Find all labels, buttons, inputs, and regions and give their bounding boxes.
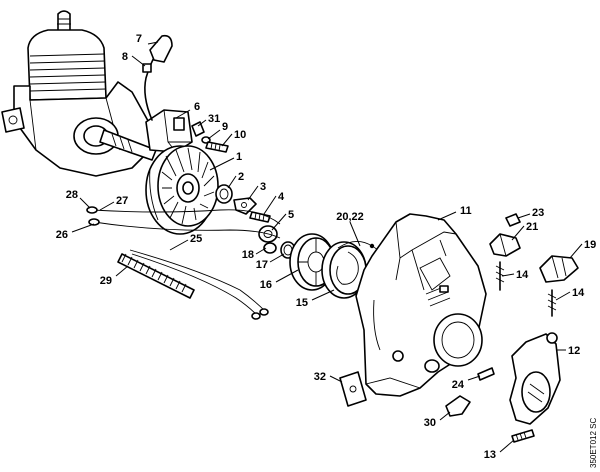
callout-23: 23 — [532, 207, 544, 219]
callout-20-22: 20,22 — [336, 211, 364, 223]
callout-29: 29 — [100, 275, 112, 287]
callout-27: 27 — [116, 195, 128, 207]
callout-28: 28 — [66, 189, 78, 201]
callout-16: 16 — [260, 279, 272, 291]
callout-19: 19 — [584, 239, 596, 251]
callout-10: 10 — [234, 129, 246, 141]
callout-3: 3 — [260, 181, 266, 193]
callout-8: 8 — [122, 51, 128, 63]
handle-and-grommet-parts — [339, 213, 579, 443]
rope-rotor-assembly — [263, 233, 393, 299]
fan-housing — [355, 213, 487, 397]
callout-12: 12 — [568, 345, 580, 357]
engine-crankcase — [1, 10, 157, 177]
cables-and-wires — [86, 206, 281, 320]
callout-7: 7 — [136, 33, 142, 45]
callout-4: 4 — [278, 191, 285, 203]
callout-13: 13 — [484, 449, 496, 461]
flywheel — [145, 145, 219, 235]
diagram-code: 350ET012 SC — [589, 418, 598, 468]
callout-26: 26 — [56, 229, 68, 241]
callout-6: 6 — [194, 101, 200, 113]
callout-17: 17 — [256, 259, 268, 271]
leader-lines — [71, 41, 583, 453]
callout-25: 25 — [190, 233, 202, 245]
ignition-module — [142, 34, 229, 153]
callout-15: 15 — [296, 297, 308, 309]
callout-31: 31 — [208, 113, 220, 125]
callout-2: 2 — [238, 171, 244, 183]
callout-18: 18 — [242, 249, 254, 261]
callout-21: 21 — [526, 221, 538, 233]
callout-1: 1 — [236, 151, 242, 163]
callout-14-lower: 14 — [572, 287, 585, 299]
callout-32: 32 — [314, 371, 326, 383]
callout-5: 5 — [288, 209, 294, 221]
callout-numbers: 7 8 6 31 9 10 1 2 3 4 5 18 17 16 15 20,2… — [56, 33, 597, 461]
callout-24: 24 — [452, 379, 465, 391]
callout-9: 9 — [222, 121, 228, 133]
callout-14-upper: 14 — [516, 269, 529, 281]
callout-11: 11 — [460, 205, 472, 217]
callout-30: 30 — [424, 417, 436, 429]
